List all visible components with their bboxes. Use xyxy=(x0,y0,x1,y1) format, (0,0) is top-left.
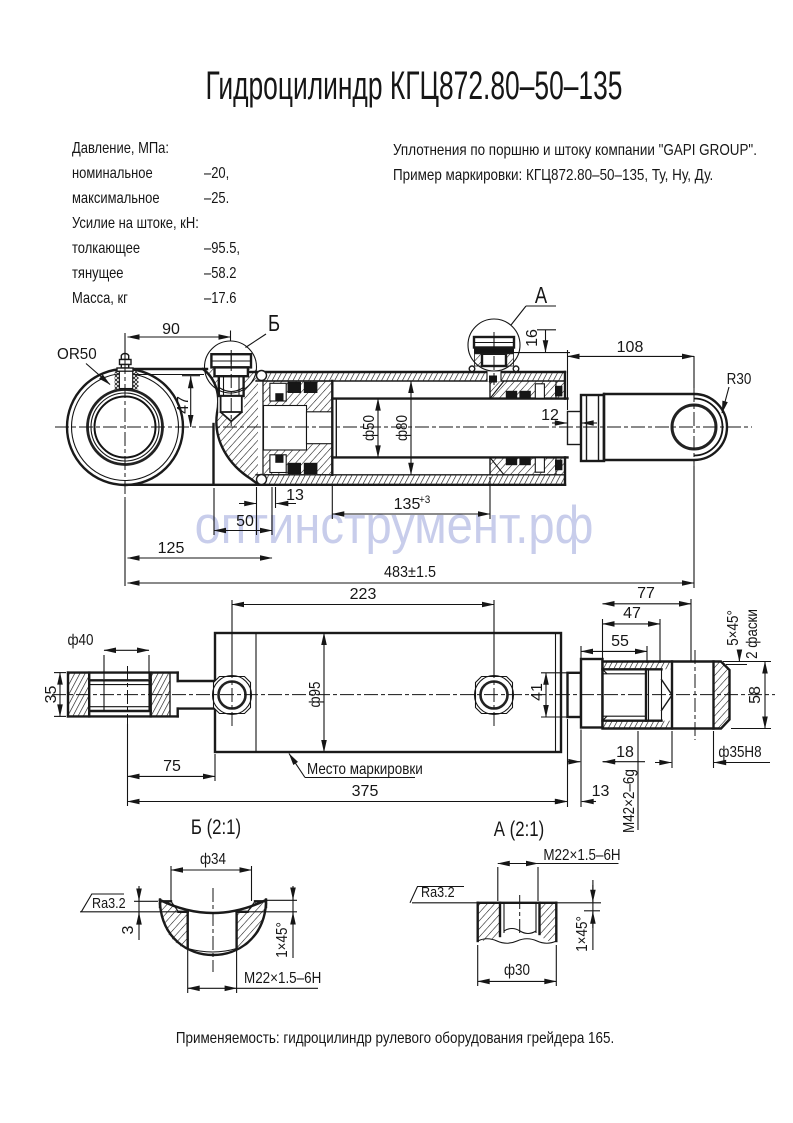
svg-text:ф35H8: ф35H8 xyxy=(718,744,761,761)
svg-text:Уплотнения по поршню и штоку к: Уплотнения по поршню и штоку компании "G… xyxy=(393,142,757,159)
svg-text:90: 90 xyxy=(162,321,180,338)
svg-text:номинальное: номинальное xyxy=(72,165,153,183)
svg-text:Место маркировки: Место маркировки xyxy=(307,761,423,778)
svg-text:1×45°: 1×45° xyxy=(274,922,291,958)
svg-text:А: А xyxy=(535,283,547,308)
svg-text:55: 55 xyxy=(611,633,629,650)
svg-text:Давление, МПа:: Давление, МПа: xyxy=(72,140,169,158)
svg-text:толкающее: толкающее xyxy=(72,240,140,258)
svg-text:41: 41 xyxy=(529,683,546,701)
svg-text:125: 125 xyxy=(158,540,185,557)
svg-text:ф95: ф95 xyxy=(307,682,324,708)
svg-text:5×45°: 5×45° xyxy=(725,610,742,646)
svg-text:13: 13 xyxy=(592,783,610,800)
svg-text:18: 18 xyxy=(616,744,634,761)
svg-text:ф30: ф30 xyxy=(504,962,530,979)
svg-text:135: 135 xyxy=(394,496,421,513)
svg-text:OR50: OR50 xyxy=(57,346,97,363)
svg-text:ф50: ф50 xyxy=(361,415,378,441)
svg-text:R30: R30 xyxy=(727,371,752,388)
svg-text:Пример маркировки: КГЦ872.80–5: Пример маркировки: КГЦ872.80–50–135, Ту,… xyxy=(393,167,713,184)
svg-text:Б (2:1): Б (2:1) xyxy=(191,816,241,839)
svg-text:375: 375 xyxy=(352,783,379,800)
svg-text:1×45°: 1×45° xyxy=(574,916,591,952)
svg-text:максимальное: максимальное xyxy=(72,190,160,208)
svg-text:223: 223 xyxy=(350,586,377,603)
svg-text:3: 3 xyxy=(120,925,137,934)
svg-text:35: 35 xyxy=(43,686,60,704)
svg-text:2 фаски: 2 фаски xyxy=(744,609,761,659)
svg-text:Ra3.2: Ra3.2 xyxy=(421,883,455,900)
svg-text:ф80: ф80 xyxy=(394,415,411,441)
svg-text:Ra3.2: Ra3.2 xyxy=(92,894,126,911)
svg-text:47: 47 xyxy=(623,605,641,622)
svg-text:–25.: –25. xyxy=(204,190,229,208)
svg-text:оптинструмент.рф: оптинструмент.рф xyxy=(195,495,594,554)
svg-text:Применяемость: гидроцилиндр ру: Применяемость: гидроцилиндр рулевого обо… xyxy=(176,1030,614,1047)
svg-text:М22×1.5–6Н: М22×1.5–6Н xyxy=(244,970,321,987)
svg-text:77: 77 xyxy=(637,585,655,602)
svg-text:75: 75 xyxy=(163,758,181,775)
svg-text:12: 12 xyxy=(541,407,559,424)
svg-text:Масса, кг: Масса, кг xyxy=(72,290,128,308)
svg-text:16: 16 xyxy=(524,329,541,347)
svg-text:13: 13 xyxy=(286,487,304,504)
svg-text:58: 58 xyxy=(747,686,764,704)
svg-text:–20,: –20, xyxy=(204,165,229,183)
svg-text:–58.2: –58.2 xyxy=(204,265,236,283)
svg-text:Б: Б xyxy=(268,311,280,336)
svg-text:Усилие на штоке, кН:: Усилие на штоке, кН: xyxy=(72,215,199,233)
svg-text:–17.6: –17.6 xyxy=(204,290,236,308)
svg-text:47: 47 xyxy=(175,396,192,414)
svg-text:ф40: ф40 xyxy=(68,632,94,649)
svg-text:М42×2–6g: М42×2–6g xyxy=(621,769,638,833)
svg-text:50: 50 xyxy=(236,513,254,530)
svg-text:ф34: ф34 xyxy=(200,851,226,868)
svg-text:М22×1.5–6Н: М22×1.5–6Н xyxy=(543,847,620,864)
svg-text:Гидроцилиндр КГЦ872.80–50–135: Гидроцилиндр КГЦ872.80–50–135 xyxy=(206,64,623,109)
svg-text:483±1.5: 483±1.5 xyxy=(384,563,436,581)
svg-text:А (2:1): А (2:1) xyxy=(494,818,544,841)
svg-text:–95.5,: –95.5, xyxy=(204,240,240,258)
svg-text:108: 108 xyxy=(617,339,644,356)
svg-text:+3: +3 xyxy=(419,495,430,507)
svg-text:тянущее: тянущее xyxy=(72,265,123,283)
